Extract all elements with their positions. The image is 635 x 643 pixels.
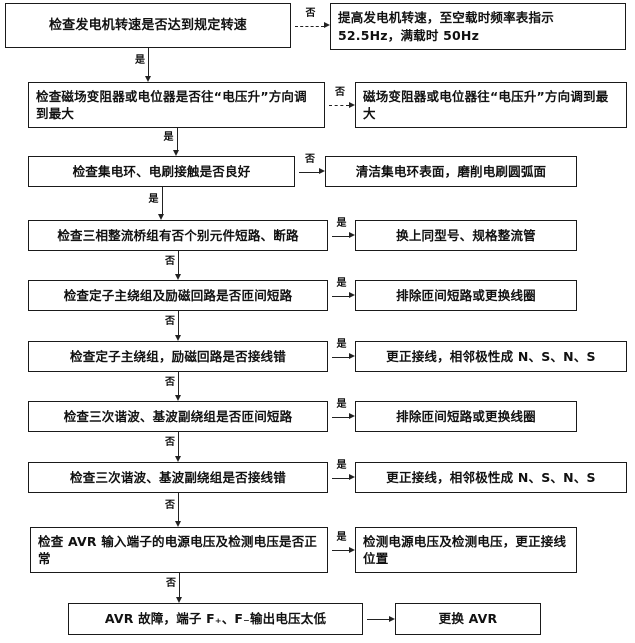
flow-node-a10: 更换 AVR <box>395 603 541 635</box>
flow-node-label: 检查三次谐波、基波副绕组是否匝间短路 <box>63 408 293 424</box>
flow-node-a2: 磁场变阻器或电位器往“电压升”方向调到最大 <box>355 82 627 128</box>
flow-edge-label-n7-n8: 否 <box>165 437 175 448</box>
flow-node-label: 检查定子主绕组，励磁回路是否接线错 <box>70 348 286 364</box>
flow-node-label: 检查集电环、电刷接触是否良好 <box>72 163 251 179</box>
flow-edge-label-n8-n9: 否 <box>165 500 175 511</box>
flow-arrow-down-n1-n2 <box>144 76 151 82</box>
flow-edge-label-n1-n2: 是 <box>135 55 145 66</box>
flow-edge-v-n5-n6 <box>178 311 179 335</box>
flow-arrow-down-n2-n3 <box>173 150 179 156</box>
flow-arrow-down-n6-n7 <box>174 395 181 401</box>
flow-arrow-down-n7-n8 <box>174 456 181 462</box>
flow-arrow-down-n3-n4 <box>158 214 164 220</box>
flow-arrow-down-n9-n10 <box>175 597 182 603</box>
flow-edge-v-n2-n3 <box>176 128 178 150</box>
flow-node-a6: 更正接线，相邻极性成 N、S、N、S <box>355 341 627 372</box>
flow-node-n6: 检查定子主绕组，励磁回路是否接线错 <box>28 341 328 372</box>
flow-edge-v-n3-n4 <box>161 187 163 214</box>
flow-arrow-right-n6-a6 <box>349 353 355 359</box>
flow-edge-h-n1-a1 <box>295 25 324 27</box>
flow-node-a1: 提高发电机转速，至空载时频率表指示 52.5Hz，满载时 50Hz <box>330 3 626 50</box>
flow-edge-v-n7-n8 <box>178 432 179 456</box>
flow-node-n7: 检查三次谐波、基波副绕组是否匝间短路 <box>28 401 328 432</box>
flow-edge-label-n2-a2: 否 <box>335 87 345 98</box>
flow-edge-label-n4-n5: 否 <box>165 255 175 267</box>
flow-edge-label-n4-a4: 是 <box>336 217 347 229</box>
flow-arrow-down-n5-n6 <box>174 335 181 341</box>
flow-edge-label-n1-a1: 否 <box>305 7 316 19</box>
flow-node-label: 提高发电机转速，至空载时频率表指示 52.5Hz，满载时 50Hz <box>338 10 554 43</box>
flow-node-label: 检查定子主绕组及励磁回路是否匝间短路 <box>63 287 293 303</box>
flow-node-label: 检测电源电压及检测电压，更正接线位置 <box>363 533 567 566</box>
flow-node-label: AVR 故障，端子 F₊、F₋输出电压太低 <box>104 611 327 627</box>
flow-node-n8: 检查三次谐波、基波副绕组是否接线错 <box>28 462 328 493</box>
flow-edge-label-n3-n4: 是 <box>148 193 159 205</box>
flow-node-label: 检查磁场变阻器或电位器是否往“电压升”方向调到最大 <box>36 88 307 121</box>
flow-node-label: 检查三相整流桥组有否个别元件短路、断路 <box>57 227 299 243</box>
flow-arrow-down-n4-n5 <box>174 274 181 280</box>
flow-edge-v-n9-n10 <box>179 573 180 597</box>
flow-node-n4: 检查三相整流桥组有否个别元件短路、断路 <box>28 220 328 251</box>
flow-arrow-right-n10-a10 <box>389 615 395 622</box>
flow-edge-label-n7-a7: 是 <box>336 398 347 410</box>
flow-node-n10: AVR 故障，端子 F₊、F₋输出电压太低 <box>68 603 363 635</box>
flow-edge-label-n5-n6: 否 <box>165 316 175 327</box>
flow-node-label: 排除匝间短路或更换线圈 <box>396 287 536 303</box>
flow-arrow-right-n9-a9 <box>349 546 355 553</box>
flow-node-a8: 更正接线，相邻极性成 N、S、N、S <box>355 462 627 493</box>
flow-node-a4: 换上同型号、规格整流管 <box>355 220 577 251</box>
flow-edge-label-n2-n3: 是 <box>163 132 174 143</box>
flow-node-label: 检查 AVR 输入端子的电源电压及检测电压是否正常 <box>38 533 318 566</box>
flow-node-label: 检查发电机转速是否达到规定转速 <box>48 17 247 33</box>
flow-node-a5: 排除匝间短路或更换线圈 <box>355 280 577 311</box>
flow-node-label: 排除匝间短路或更换线圈 <box>396 408 536 424</box>
flow-node-a9: 检测电源电压及检测电压，更正接线位置 <box>355 527 577 573</box>
flow-edge-h-n2-a2 <box>329 105 349 106</box>
flow-arrow-right-n4-a4 <box>349 232 355 238</box>
flow-node-a3: 清洁集电环表面，磨削电刷圆弧面 <box>325 156 577 187</box>
flow-edge-h-n9-a9 <box>332 550 349 551</box>
flow-edge-label-n6-n7: 否 <box>165 376 175 388</box>
flow-arrow-right-n8-a8 <box>349 474 355 480</box>
flow-edge-h-n10-a10 <box>367 619 389 620</box>
flow-edge-h-n3-a3 <box>299 171 319 173</box>
flow-edge-label-n9-n10: 否 <box>166 578 176 589</box>
flow-node-n1: 检查发电机转速是否达到规定转速 <box>5 3 291 48</box>
flow-edge-label-n9-a9: 是 <box>336 532 347 543</box>
flow-node-n2: 检查磁场变阻器或电位器是否往“电压升”方向调到最大 <box>28 82 325 128</box>
flow-edge-label-n8-a8: 是 <box>336 459 347 471</box>
flow-node-label: 换上同型号、规格整流管 <box>396 227 536 243</box>
flow-node-label: 更正接线，相邻极性成 N、S、N、S <box>386 348 596 364</box>
flow-node-label: 检查三次谐波、基波副绕组是否接线错 <box>70 469 286 485</box>
flow-edge-v-n6-n7 <box>178 372 179 395</box>
flow-edge-label-n3-a3: 否 <box>305 153 315 165</box>
flow-edge-v-n4-n5 <box>178 251 179 274</box>
flow-edge-label-n5-a5: 是 <box>336 277 347 289</box>
flow-edge-v-n1-n2 <box>148 48 149 76</box>
flow-arrow-right-n1-a1 <box>324 22 330 28</box>
flow-node-label: 清洁集电环表面，磨削电刷圆弧面 <box>355 163 547 179</box>
flow-node-n3: 检查集电环、电刷接触是否良好 <box>28 156 295 187</box>
flow-node-n9: 检查 AVR 输入端子的电源电压及检测电压是否正常 <box>30 527 328 573</box>
flow-arrow-right-n3-a3 <box>319 168 325 174</box>
flow-edge-h-n8-a8 <box>332 477 349 479</box>
flow-arrow-right-n7-a7 <box>349 413 355 419</box>
flow-arrow-down-n8-n9 <box>174 521 181 527</box>
flow-edge-h-n6-a6 <box>332 356 349 358</box>
flow-edge-v-n8-n9 <box>178 493 179 521</box>
flow-node-n5: 检查定子主绕组及励磁回路是否匝间短路 <box>28 280 328 311</box>
flow-node-label: 磁场变阻器或电位器往“电压升”方向调到最大 <box>363 88 609 121</box>
flow-edge-h-n4-a4 <box>332 235 349 237</box>
flow-edge-label-n6-a6: 是 <box>336 338 347 350</box>
flow-edge-h-n7-a7 <box>332 416 349 418</box>
flow-node-label: 更正接线，相邻极性成 N、S、N、S <box>386 469 596 485</box>
flow-node-a7: 排除匝间短路或更换线圈 <box>355 401 577 432</box>
flow-arrow-right-n2-a2 <box>349 101 355 108</box>
flow-edge-h-n5-a5 <box>332 295 349 297</box>
flow-node-label: 更换 AVR <box>438 611 498 627</box>
flow-arrow-right-n5-a5 <box>349 292 355 298</box>
